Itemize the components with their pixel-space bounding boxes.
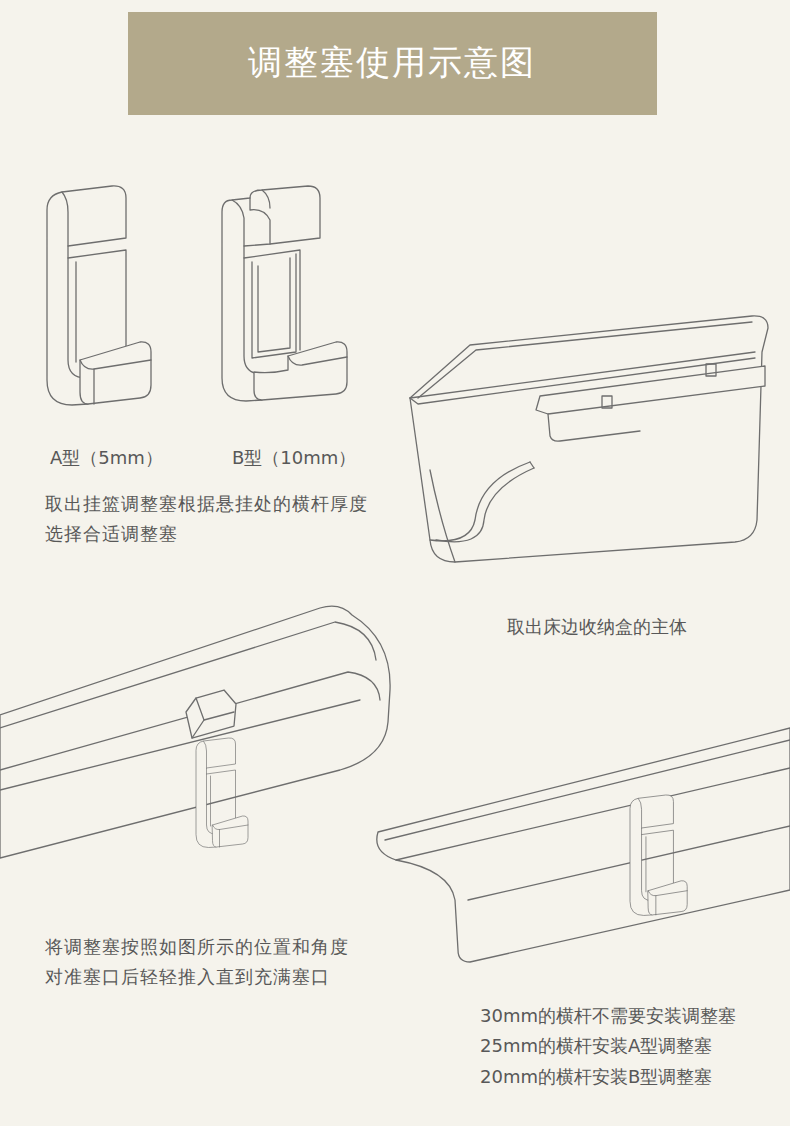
- line-art: [530, 462, 534, 468]
- line-art: [196, 738, 248, 848]
- rail-slot: [0, 606, 390, 858]
- line-art: [396, 768, 790, 860]
- line-art: [196, 698, 234, 720]
- instruction-text: 取出挂篮调整塞根据悬挂处的横杆厚度 选择合适调整塞: [45, 489, 387, 549]
- line-art: [536, 366, 765, 414]
- line-art: [0, 700, 360, 790]
- line-art: [258, 258, 290, 352]
- line-art: [192, 720, 204, 738]
- line-art: [410, 316, 768, 562]
- rule-text: 30mm的横杆不需要安装调整塞: [480, 1001, 736, 1031]
- line-art: [706, 364, 716, 376]
- line-art: [602, 396, 612, 408]
- line-art: [186, 690, 236, 738]
- rule-text: 25mm的横杆安装A型调整塞: [480, 1031, 712, 1061]
- line-art: [288, 356, 347, 365]
- instruction-text: 取出床边收纳盒的主体: [507, 612, 687, 642]
- clip-insert: [196, 738, 248, 848]
- line-art: [262, 190, 270, 208]
- line-art: [232, 200, 244, 246]
- type-label: B型（10mm）: [232, 443, 356, 473]
- line-art: [548, 414, 640, 441]
- rail-hook: [377, 728, 790, 962]
- line-art: [254, 342, 347, 400]
- storage-box: [410, 316, 768, 562]
- rule-text: 20mm的横杆安装B型调整塞: [480, 1062, 712, 1092]
- line-art: [468, 826, 790, 900]
- line-art: [0, 672, 380, 770]
- instruction-text: 将调整塞按照如图所示的位置和角度 对准塞口后轻轻推入直到充满塞口: [45, 932, 370, 992]
- clip-a: [47, 186, 151, 405]
- line-art: [385, 740, 790, 840]
- line-art: [430, 470, 455, 562]
- line-art: [0, 606, 390, 858]
- clip-b: [222, 186, 347, 401]
- title-text: 调整塞使用示意图: [248, 40, 536, 86]
- clip-installed: [630, 795, 687, 915]
- line-art: [377, 728, 790, 962]
- line-art: [47, 186, 151, 405]
- line-art: [252, 254, 296, 358]
- line-art: [436, 468, 534, 542]
- type-label: A型（5mm）: [50, 443, 163, 473]
- line-art: [630, 795, 687, 915]
- line-art: [250, 198, 270, 244]
